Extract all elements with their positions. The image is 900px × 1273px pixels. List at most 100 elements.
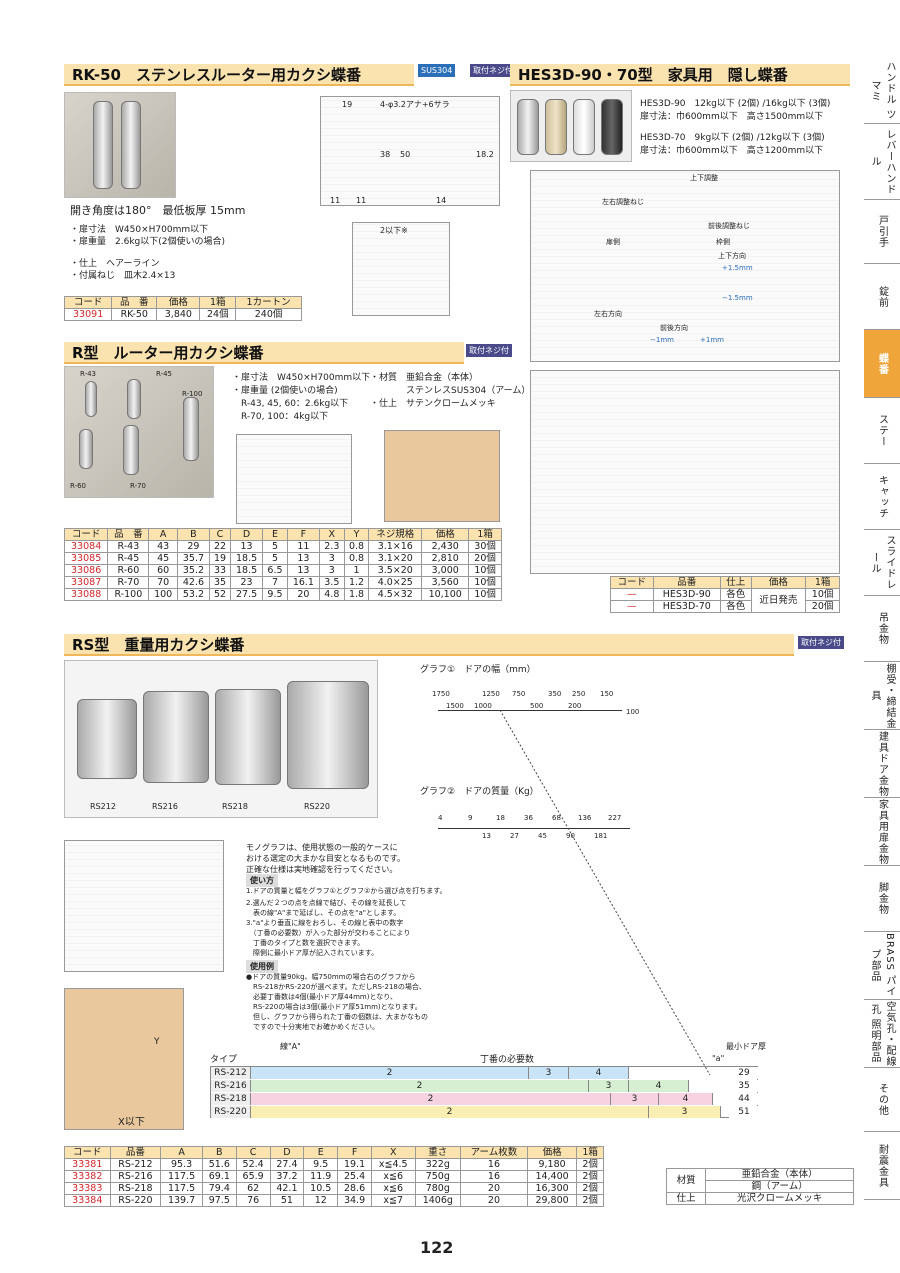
- rk50-photo: [64, 92, 176, 198]
- sidebar-item-seismic[interactable]: 耐震金具: [864, 1132, 900, 1200]
- example-4: 但し、グラフから得られた丁番の個数は、大まかなもの: [246, 1013, 428, 1021]
- hes-label-fb-dir: 前後方向: [660, 324, 688, 332]
- usage-6: 際側に最小ドア厚が記入されています。: [246, 949, 379, 957]
- mono-1: おける選定の大まかな目安となるものです。: [246, 854, 405, 863]
- graph1-tick-6: 1500: [446, 702, 464, 710]
- rk50-spec-3: ・仕上 ヘアーライン: [70, 259, 160, 269]
- sidebar-item-hinge[interactable]: 蝶番: [864, 330, 900, 398]
- sidebar-item-lock[interactable]: 錠前: [864, 264, 900, 330]
- chart-need-head: 丁番の必要数: [480, 1055, 535, 1065]
- hes90-drawing: [530, 170, 840, 362]
- r-photo-label-2: R-100: [182, 390, 203, 398]
- usage-5: 丁番のタイプと数を選択できます。: [246, 939, 365, 947]
- graph-dotted-line: [499, 710, 711, 1076]
- hes-spec-1: 扉寸法：巾600mm以下 高さ1500mm以下: [640, 112, 824, 122]
- sidebar-item-stay[interactable]: ステー: [864, 398, 900, 464]
- a-mark: "a": [712, 1054, 725, 1063]
- rs-dim-x: X以下: [118, 1117, 145, 1128]
- hes70-drawing: [530, 370, 840, 574]
- r-screw-tag: 取付ネジ付: [466, 344, 512, 357]
- graph2-tick-2: 18: [496, 814, 505, 822]
- sidebar-item-brass[interactable]: BRASS パイプ部品: [864, 932, 900, 1000]
- graph2-tick-0: 4: [438, 814, 443, 822]
- hes-label-lr: 左右調整ねじ: [602, 198, 644, 206]
- sidebar-item-vent[interactable]: 空気孔・配線孔 照明部品: [864, 1000, 900, 1068]
- hes-label-frame: 枠側: [716, 238, 730, 246]
- graph1-tick-7: 1000: [474, 702, 492, 710]
- sidebar-item-slide[interactable]: スライドレール: [864, 530, 900, 596]
- chart-type-head: タイプ: [210, 1055, 238, 1065]
- graph2-tick-5: 136: [578, 814, 592, 822]
- usage-title: 使い方: [246, 874, 278, 887]
- graph1-title: グラフ① ドアの幅（mm）: [420, 665, 536, 675]
- graph2-tick-3: 36: [524, 814, 533, 822]
- graph1-tick-1: 1250: [482, 690, 500, 698]
- graph2-tick-11: 181: [594, 832, 608, 840]
- hes-label-door: 扉側: [606, 238, 620, 246]
- graph2-tick-4: 68: [552, 814, 561, 822]
- rk50-dim-182: 18.2: [476, 150, 494, 159]
- r-photo-label-4: R-70: [130, 482, 147, 490]
- sidebar-item-catch[interactable]: キャッチ: [864, 464, 900, 530]
- graph1-tick-10: 100: [626, 708, 640, 716]
- sidebar-item-door[interactable]: 建具ドア金物: [864, 730, 900, 798]
- rk50-dim-11b: 11: [356, 196, 367, 205]
- sidebar-item-handle[interactable]: ハンドル ツマミ: [864, 58, 900, 124]
- hes-label-lr-dir: 左右方向: [594, 310, 622, 318]
- rs-photo-label-3: RS220: [304, 802, 330, 811]
- sidebar-item-lever[interactable]: レバーハンドル: [864, 124, 900, 200]
- sidebar-item-hanging[interactable]: 吊金物: [864, 596, 900, 662]
- hes-spec-4: 扉寸法：巾600mm以下 高さ1200mm以下: [640, 146, 824, 156]
- r-photo-label-3: R-60: [70, 482, 87, 490]
- example-5: ですので十分実地でお確かめください。: [246, 1023, 379, 1031]
- rk50-angle: 開き角度は180° 最低板厚 15mm: [70, 204, 246, 217]
- r-drawing: [236, 434, 352, 524]
- r-photo-label-0: R-43: [80, 370, 97, 378]
- sidebar-item-leg[interactable]: 脚金物: [864, 866, 900, 932]
- rs-photo-label-2: RS218: [222, 802, 248, 811]
- rk50-dim-11a: 11: [330, 196, 341, 205]
- graph1-tick-2: 750: [512, 690, 526, 698]
- graph2-tick-10: 90: [566, 832, 575, 840]
- r-spec-l1: ・扉重量 (2個使いの場合): [232, 386, 338, 396]
- rs-material-table: 材質亜鉛合金（本体） 鋼（アーム） 仕上光沢クロームメッキ: [665, 1168, 854, 1205]
- hes-photo: [510, 90, 632, 162]
- sidebar-item-furniture[interactable]: 家具用扉金物: [864, 798, 900, 866]
- rk50-dim-38: 38: [380, 150, 391, 159]
- r-title: R型 ルーター用カクシ蝶番: [64, 342, 464, 364]
- rk50-spec-1: ・扉重量 2.6kg以下(2個使いの場合): [70, 237, 225, 247]
- min-thick-label: 最小ドア厚: [726, 1042, 766, 1051]
- rs-dim-y: Y: [154, 1037, 160, 1047]
- example-title: 使用例: [246, 960, 278, 973]
- mono-0: モノグラフは、使用状態の一般的ケースに: [246, 843, 398, 852]
- rk50-dim-50: 50: [400, 150, 411, 159]
- selection-chart: RS-212 2 3 4 29 RS-216 2 3 4 35 RS-218 2…: [210, 1066, 759, 1118]
- sidebar-item-shelf[interactable]: 棚受・締結金具: [864, 662, 900, 730]
- graph1-tick-3: 350: [548, 690, 562, 698]
- r-spec-r0: ・材質 亜鉛合金（本体）: [370, 373, 479, 383]
- graph2-tick-1: 9: [468, 814, 473, 822]
- sidebar-item-pull[interactable]: 戸引手: [864, 200, 900, 264]
- sidebar-item-other[interactable]: その他: [864, 1068, 900, 1132]
- graph1-tick-8: 500: [530, 702, 544, 710]
- r-spec-l0: ・扉寸法 W450×H700mm以下: [232, 373, 371, 383]
- rk50-title: RK-50 ステンレスルーター用カクシ蝶番: [64, 64, 414, 86]
- graph1-tick-5: 150: [600, 690, 614, 698]
- example-3: RS-220の場合は3個(最小ドア厚51mm)となります。: [246, 1003, 422, 1011]
- rk50-dim-2: 2以下※: [380, 226, 408, 235]
- rk50-drawing: [320, 96, 500, 206]
- graph2-tick-9: 45: [538, 832, 547, 840]
- hes-label-ud-dir: 上下方向: [718, 252, 746, 260]
- graph1-scale: [438, 710, 622, 711]
